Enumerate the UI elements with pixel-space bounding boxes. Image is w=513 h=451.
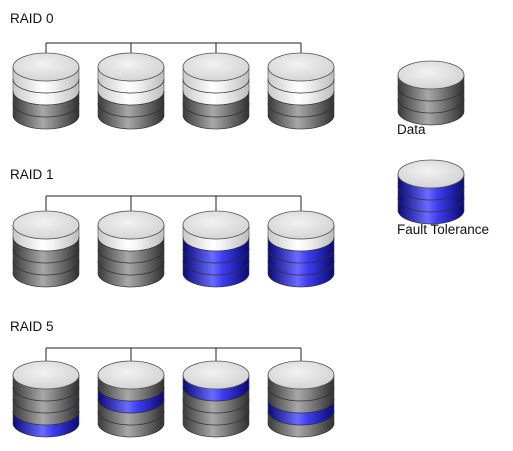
platter-groove (12, 78, 80, 94)
platter-groove (97, 248, 165, 264)
platter-groove (397, 98, 465, 114)
platter-top (97, 52, 165, 82)
platter-groove (97, 398, 165, 414)
gray-disk-stack-icon (397, 60, 465, 126)
platter-groove (182, 272, 250, 288)
platter-groove (97, 90, 165, 106)
platter-groove (182, 410, 250, 426)
platter-groove (397, 197, 465, 213)
platter-top (267, 52, 335, 82)
platter-top (267, 360, 335, 390)
platter-groove (182, 386, 250, 402)
platter-groove (267, 90, 335, 106)
disk-stack (182, 360, 250, 438)
platter-groove (267, 114, 335, 130)
platter-groove (182, 260, 250, 276)
platter-groove (97, 114, 165, 130)
platter-top (12, 210, 80, 240)
disk-stack (182, 210, 250, 288)
disk-stack (12, 210, 80, 288)
platter-groove (12, 260, 80, 276)
platter-groove (267, 386, 335, 402)
legend-fault-tolerance-icon (397, 159, 465, 225)
platter-groove (182, 236, 250, 252)
disk-stack (97, 360, 165, 438)
platter-groove (267, 422, 335, 438)
platter-groove (267, 236, 335, 252)
platter-groove (97, 386, 165, 402)
platter-groove (267, 398, 335, 414)
disk-stacks (12, 52, 335, 438)
legend-data-icon (397, 60, 465, 126)
platter-groove (12, 236, 80, 252)
platter-groove (397, 209, 465, 225)
raid0-label: RAID 0 (10, 11, 54, 26)
platter-groove (182, 398, 250, 414)
platter-groove (182, 78, 250, 94)
platter-top (267, 210, 335, 240)
platter-groove (267, 78, 335, 94)
platter-top (182, 210, 250, 240)
platter-top (397, 60, 465, 90)
platter-groove (12, 386, 80, 402)
platter-groove (12, 410, 80, 426)
platter-groove (267, 410, 335, 426)
platter-groove (397, 185, 465, 201)
disk-stack (182, 52, 250, 130)
platter-top (12, 52, 80, 82)
platter-groove (97, 272, 165, 288)
platter-groove (267, 260, 335, 276)
platter-top (397, 159, 465, 189)
disk-stack (97, 52, 165, 130)
disk-stack (267, 210, 335, 288)
platter-groove (267, 102, 335, 118)
platter-groove (97, 236, 165, 252)
disk-stack (12, 360, 80, 438)
platter-groove (397, 86, 465, 102)
platter-groove (12, 90, 80, 106)
disk-stack (267, 360, 335, 438)
platter-groove (182, 114, 250, 130)
platter-groove (97, 422, 165, 438)
connector-lines (45, 42, 302, 375)
disk-stack (267, 52, 335, 130)
platter-groove (97, 102, 165, 118)
platter-top (12, 360, 80, 390)
platter-groove (97, 78, 165, 94)
platter-groove (182, 422, 250, 438)
blue-disk-stack-icon (397, 159, 465, 225)
platter-top (97, 210, 165, 240)
platter-groove (97, 410, 165, 426)
platter-top (182, 360, 250, 390)
platter-groove (267, 272, 335, 288)
platter-groove (182, 102, 250, 118)
disk-stack (97, 210, 165, 288)
platter-groove (12, 422, 80, 438)
platter-groove (97, 260, 165, 276)
platter-groove (397, 110, 465, 126)
platter-groove (12, 114, 80, 130)
raid1-label: RAID 1 (10, 167, 54, 182)
platter-groove (12, 248, 80, 264)
platter-groove (12, 272, 80, 288)
platter-groove (182, 248, 250, 264)
platter-groove (182, 90, 250, 106)
legend-data-label: Data (397, 122, 426, 137)
disk-stack (12, 52, 80, 130)
platter-groove (267, 248, 335, 264)
platter-groove (12, 102, 80, 118)
raid5-label: RAID 5 (10, 319, 54, 334)
platter-top (97, 360, 165, 390)
legend-fault-label: Fault Tolerance (397, 222, 489, 237)
platter-top (182, 52, 250, 82)
platter-groove (12, 398, 80, 414)
